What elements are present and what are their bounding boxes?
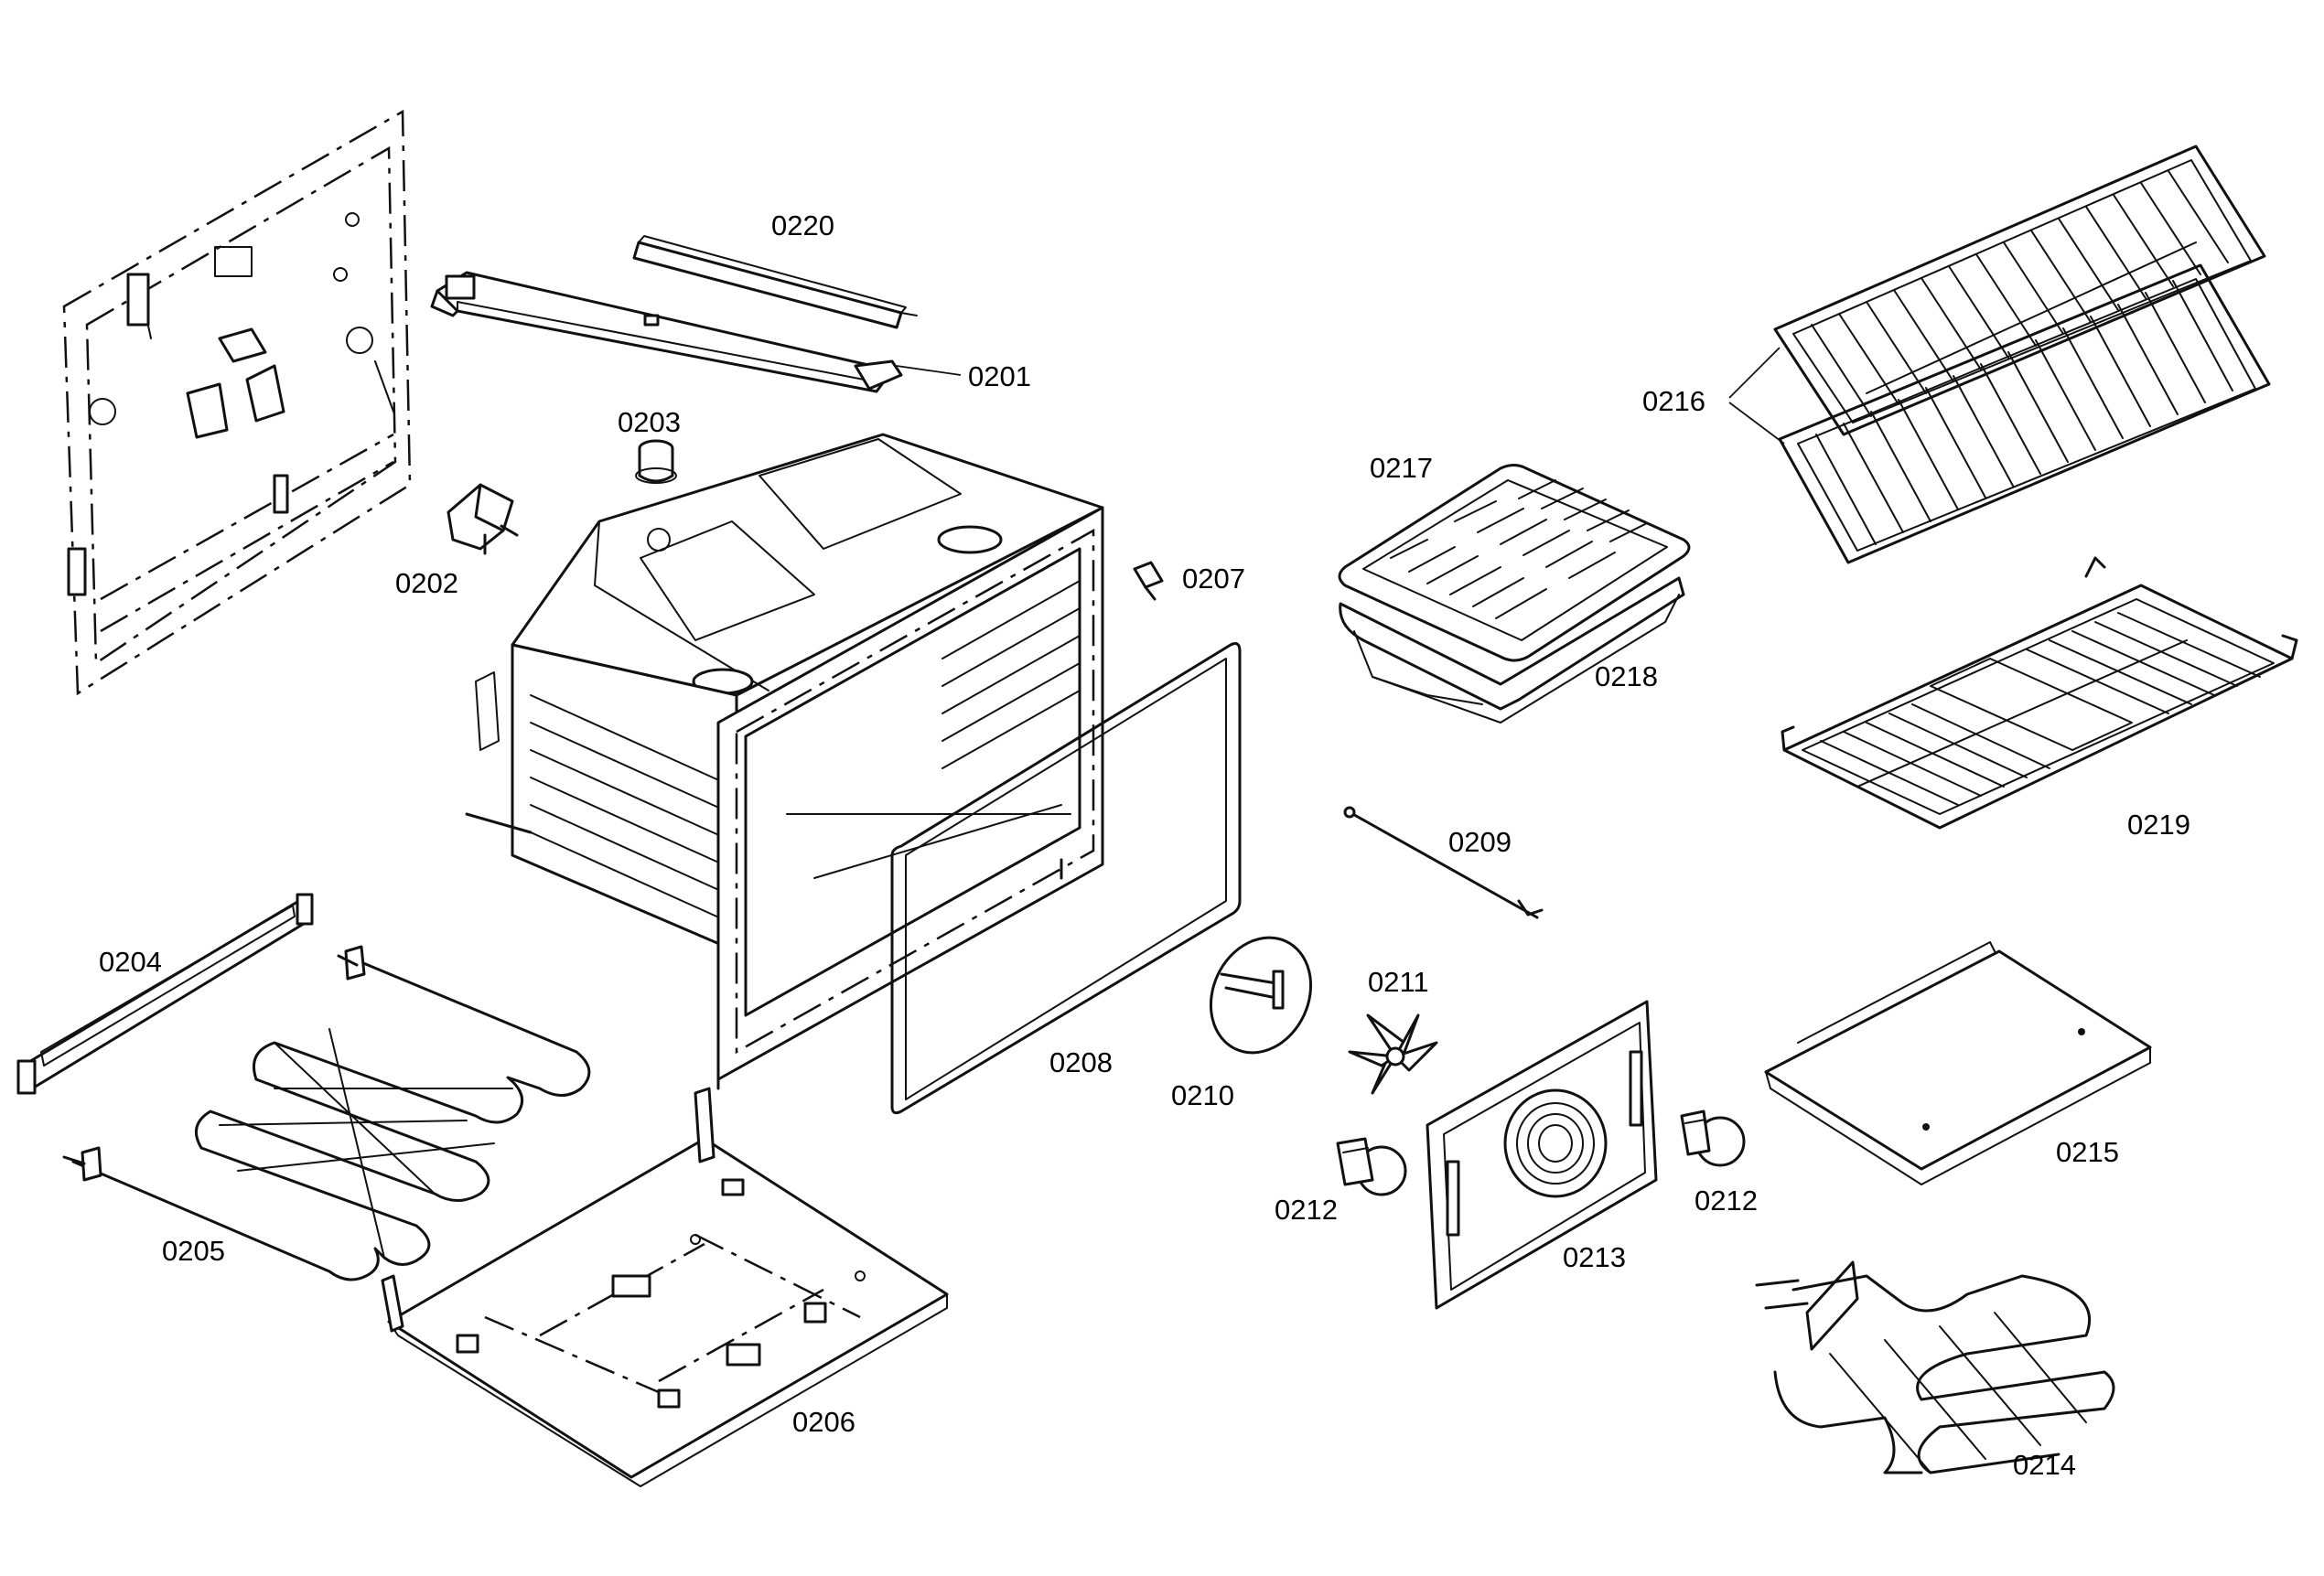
part-label-0212-left[interactable]: 0212 xyxy=(1275,1194,1338,1226)
part-label-0216[interactable]: 0218 xyxy=(1595,660,1658,692)
fan-blade-icon xyxy=(1348,1013,1438,1095)
part-label-0202[interactable]: 0202 xyxy=(395,567,458,599)
part-labels: 0220 0201 0203 0202 0207 0217 0216 0218 … xyxy=(99,209,2190,1481)
part-label-0214[interactable]: 0216 xyxy=(1642,385,1705,417)
part-label-0213[interactable]: 0213 xyxy=(1563,1241,1626,1273)
trim-strip-icon xyxy=(16,893,314,1095)
convection-ring-element-icon xyxy=(1209,936,1313,1055)
part-label-0209[interactable]: 0209 xyxy=(1448,826,1512,858)
door-latch-icon xyxy=(447,483,519,555)
part-label-0218[interactable]: 0214 xyxy=(2013,1449,2076,1481)
part-label-0211[interactable]: 0211 xyxy=(1368,966,1429,998)
part-label-0210[interactable]: 0210 xyxy=(1171,1079,1234,1111)
split-oven-rack-icon xyxy=(1781,556,2298,830)
door-gasket-icon xyxy=(890,642,1242,1115)
oven-rack-pair-icon xyxy=(1728,145,2271,564)
part-label-0207[interactable]: 0207 xyxy=(1182,563,1245,595)
part-label-0203[interactable]: 0203 xyxy=(618,406,681,438)
temperature-probe-icon xyxy=(1343,806,1544,919)
oven-vent-channel-icon xyxy=(430,271,962,393)
oven-lamp-icon xyxy=(1336,1137,1407,1196)
temperature-sensor-cap-icon xyxy=(635,439,677,484)
bake-element-icon xyxy=(62,945,591,1281)
broil-pan-icon xyxy=(1339,576,1685,724)
part-label-0217[interactable]: 0215 xyxy=(2056,1136,2119,1168)
oven-tray-icon xyxy=(1764,941,2152,1185)
part-label-0212-right[interactable]: 0212 xyxy=(1695,1185,1758,1217)
part-label-0206[interactable]: 0206 xyxy=(792,1406,855,1438)
part-label-0201[interactable]: 0201 xyxy=(968,360,1031,392)
part-label-0215[interactable]: 0217 xyxy=(1370,452,1433,484)
part-label-0204[interactable]: 0204 xyxy=(99,946,162,978)
broil-element-icon xyxy=(1755,1260,2115,1474)
back-panel-icon xyxy=(62,109,412,696)
part-label-0208[interactable]: 0208 xyxy=(1049,1046,1113,1078)
insulation-bar-icon xyxy=(632,235,918,329)
oven-lamp-icon xyxy=(1680,1110,1746,1167)
oven-bottom-panel-icon xyxy=(381,1087,949,1487)
oven-cavity-icon xyxy=(465,433,1104,1090)
convection-cover-icon xyxy=(1426,1000,1658,1310)
part-label-0205[interactable]: 0205 xyxy=(162,1235,225,1267)
door-stop-icon xyxy=(1133,561,1164,601)
part-label-0219[interactable]: 0219 xyxy=(2127,809,2190,841)
broil-pan-grid-icon xyxy=(1338,464,1691,662)
part-label-0220[interactable]: 0220 xyxy=(771,209,834,241)
